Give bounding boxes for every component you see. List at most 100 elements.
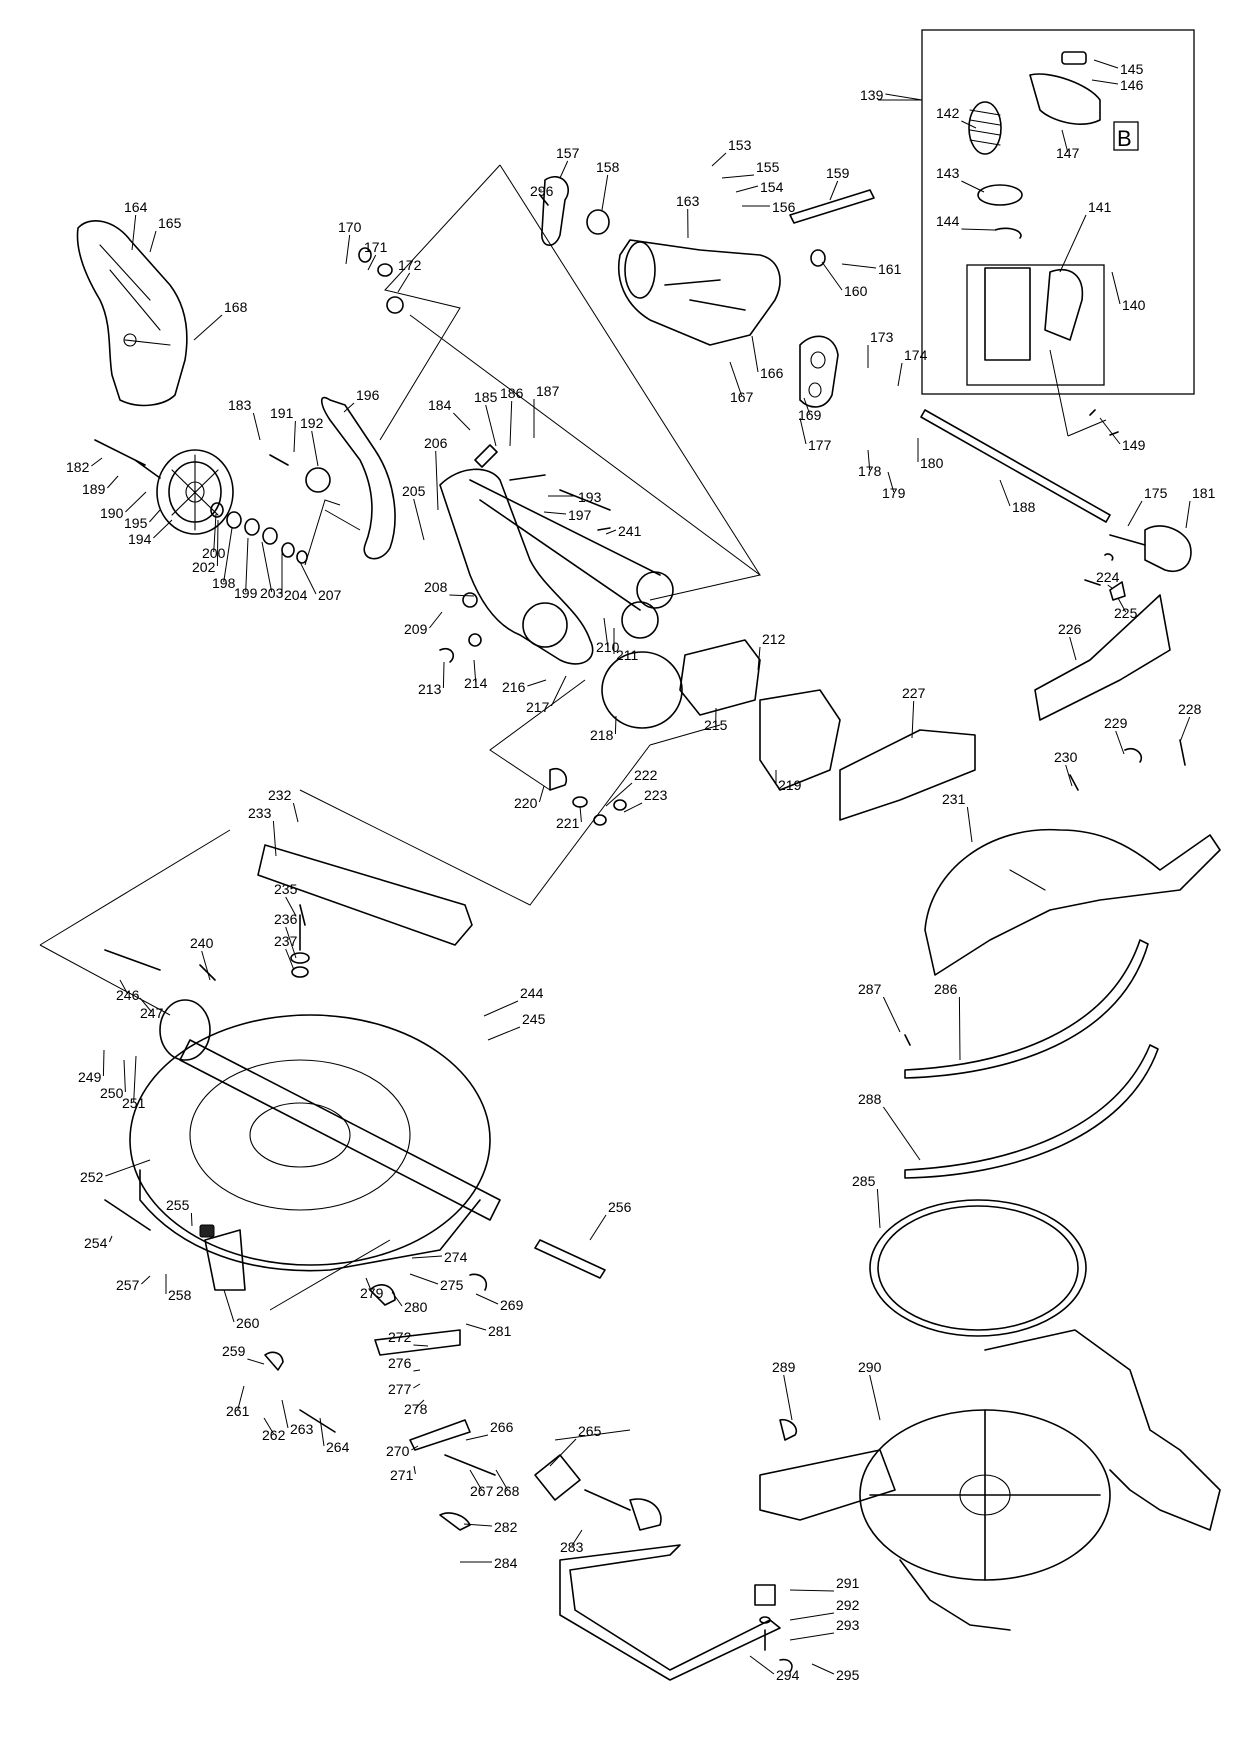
callout-187: 187 (536, 383, 560, 399)
shaft-159 (789, 189, 875, 267)
callout-215: 215 (704, 717, 728, 733)
callout-leader-186 (509, 400, 513, 447)
callout-285: 285 (852, 1173, 876, 1189)
callout-leader-191 (293, 420, 296, 453)
callout-244: 244 (520, 985, 544, 1001)
callout-leader-165 (149, 230, 157, 253)
callout-161: 161 (878, 261, 902, 277)
callout-leader-147 (1061, 129, 1069, 153)
callout-175: 175 (1144, 485, 1168, 501)
callout-222: 222 (634, 767, 658, 783)
callout-leader-166 (751, 335, 759, 373)
callout-labels: 1391401411421431441451461471491531541551… (66, 59, 1216, 1683)
callout-leader-188 (999, 479, 1011, 507)
callout-235: 235 (274, 881, 298, 897)
callout-leader-142 (961, 120, 977, 129)
callout-259: 259 (222, 1343, 246, 1359)
callout-179: 179 (882, 485, 906, 501)
callout-leader-185 (485, 404, 497, 447)
callout-leader-182 (91, 457, 103, 467)
callout-leader-202 (216, 519, 219, 567)
callout-279: 279 (360, 1285, 384, 1301)
callout-184: 184 (428, 397, 452, 413)
callout-178: 178 (858, 463, 882, 479)
callout-147: 147 (1056, 145, 1080, 161)
callout-245: 245 (522, 1011, 546, 1027)
callout-292: 292 (836, 1597, 860, 1613)
callout-250: 250 (100, 1085, 124, 1101)
pulley-wheel (94, 439, 234, 535)
callout-263: 263 (290, 1421, 314, 1437)
callout-217: 217 (526, 699, 550, 715)
callout-139: 139 (860, 87, 884, 103)
callout-leader-251 (133, 1055, 137, 1103)
callout-280: 280 (404, 1299, 428, 1315)
callout-leader-146 (1091, 79, 1119, 85)
callout-200: 200 (202, 545, 226, 561)
callout-154: 154 (760, 179, 784, 195)
callout-236: 236 (274, 911, 298, 927)
callout-leader-232 (292, 802, 299, 823)
ring-285 (869, 1199, 1087, 1337)
callout-195: 195 (124, 515, 148, 531)
long-rod-188 (920, 409, 1111, 523)
callout-141: 141 (1088, 199, 1112, 215)
callout-leader-153 (711, 152, 727, 167)
callout-192: 192 (300, 415, 324, 431)
callout-leader-265 (549, 1438, 577, 1467)
callout-leader-266 (465, 1434, 489, 1441)
callout-168: 168 (224, 299, 248, 315)
callout-174: 174 (904, 347, 928, 363)
callout-224: 224 (1096, 569, 1120, 585)
callout-223: 223 (644, 787, 668, 803)
callout-leader-174 (897, 362, 903, 387)
callout-159: 159 (826, 165, 850, 181)
callout-227: 227 (902, 685, 926, 701)
callout-208: 208 (424, 579, 448, 595)
callout-leader-283 (571, 1529, 583, 1547)
callout-188: 188 (1012, 499, 1036, 515)
callout-157: 157 (556, 145, 580, 161)
base-290 (759, 1329, 1221, 1631)
callout-leader-167 (729, 361, 743, 397)
callout-265: 265 (578, 1423, 602, 1439)
callout-288: 288 (858, 1091, 882, 1107)
callout-193: 193 (578, 489, 602, 505)
callout-leader-278 (415, 1399, 425, 1409)
callout-leader-196 (343, 402, 355, 413)
callout-177: 177 (808, 437, 832, 453)
callout-142: 142 (936, 105, 960, 121)
callout-leader-264 (319, 1417, 325, 1447)
callout-leader-194 (153, 519, 173, 539)
callout-290: 290 (858, 1359, 882, 1375)
callout-251: 251 (122, 1095, 146, 1111)
callout-leader-288 (882, 1106, 921, 1161)
callout-180: 180 (920, 455, 944, 471)
callout-leader-282 (463, 1523, 493, 1527)
callout-158: 158 (596, 159, 620, 175)
callout-258: 258 (168, 1287, 192, 1303)
callout-274: 274 (444, 1249, 468, 1265)
callout-198: 198 (212, 575, 236, 591)
callout-171: 171 (364, 239, 388, 255)
motor-housing (618, 239, 781, 346)
callout-145: 145 (1120, 61, 1144, 77)
callout-272: 272 (388, 1329, 412, 1345)
callout-143: 143 (936, 165, 960, 181)
callout-247: 247 (140, 1005, 164, 1021)
assembly-guide-lines (39, 164, 762, 1441)
callout-144: 144 (936, 213, 960, 229)
saw-arm (439, 468, 674, 665)
callout-282: 282 (494, 1519, 518, 1535)
callout-149: 149 (1122, 437, 1146, 453)
callout-leader-212 (757, 646, 761, 671)
callout-leader-171 (367, 254, 377, 271)
callout-leader-209 (429, 611, 443, 629)
callout-leader-198 (223, 527, 233, 583)
callout-leader-254 (108, 1235, 113, 1243)
callout-226: 226 (1058, 621, 1082, 637)
callout-191: 191 (270, 405, 294, 421)
callout-220: 220 (514, 795, 538, 811)
callout-246: 246 (116, 987, 140, 1003)
callout-leader-170 (345, 234, 351, 265)
